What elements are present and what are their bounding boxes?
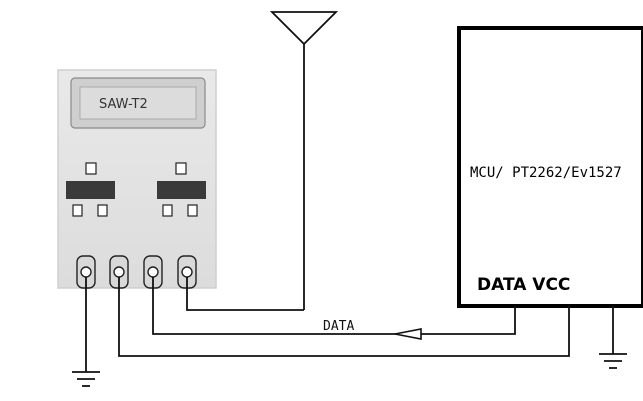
ground-icon bbox=[72, 371, 100, 387]
data-arrow-icon bbox=[394, 328, 422, 340]
transistor-right bbox=[157, 162, 206, 217]
data-wire-label: DATA bbox=[323, 319, 354, 334]
antenna-icon bbox=[269, 11, 339, 310]
mcu-label: MCU/ PT2262/Ev1527 bbox=[470, 165, 622, 181]
wire-vcc bbox=[118, 277, 570, 357]
wire-data bbox=[152, 277, 516, 335]
mcu-pins-label: DATA VCC bbox=[477, 275, 570, 295]
wire-antenna bbox=[186, 277, 304, 311]
wires bbox=[85, 277, 614, 372]
transistor-left bbox=[66, 162, 115, 217]
mcu-box: MCU/ PT2262/Ev1527 DATA VCC bbox=[457, 26, 643, 308]
ground-icon bbox=[599, 353, 627, 369]
module-label: SAW-T2 bbox=[99, 97, 148, 112]
rf-module: SAW-T2 bbox=[57, 69, 217, 289]
